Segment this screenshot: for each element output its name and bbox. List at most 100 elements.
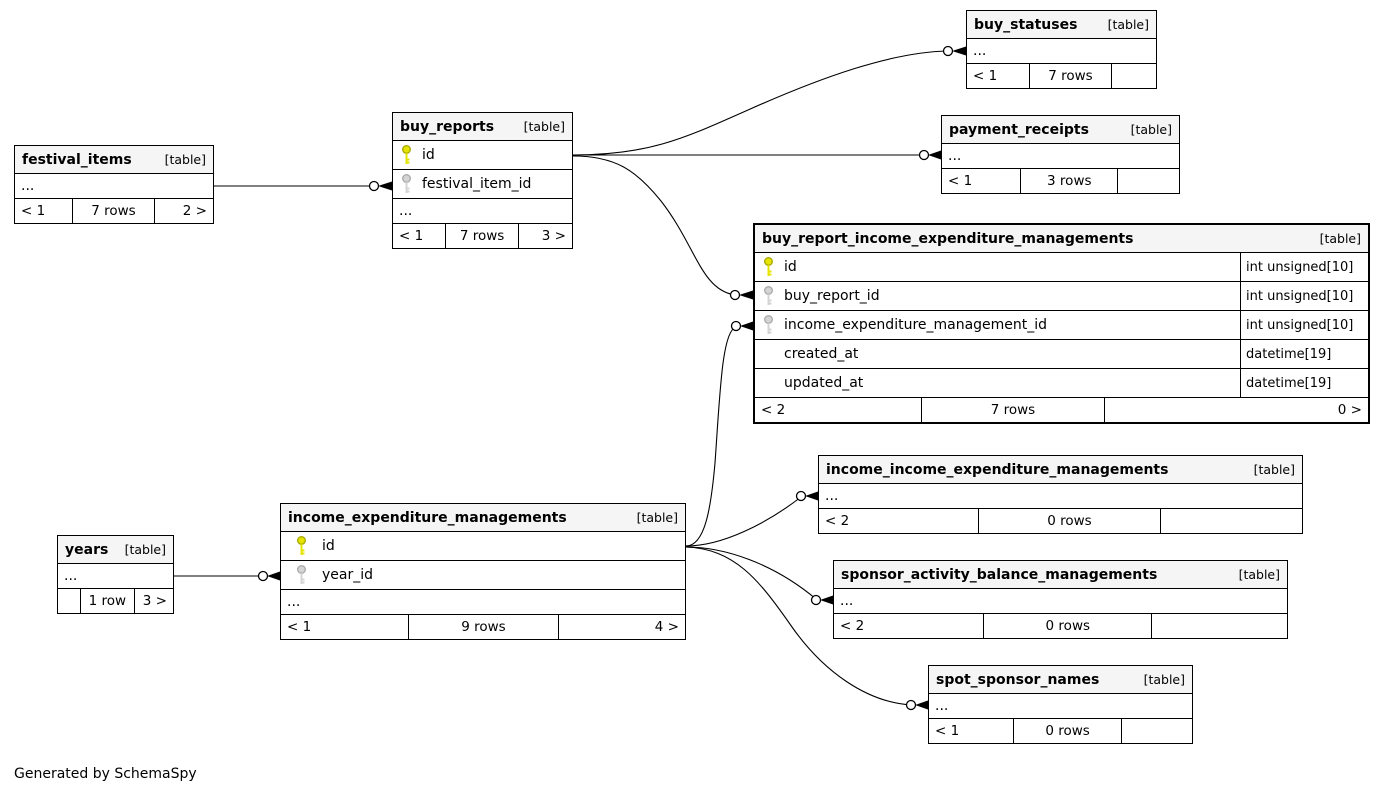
table-buy_statuses[interactable]: buy_statuses [table] ... < 1 7 rows [966,10,1157,89]
table-name: buy_statuses [974,16,1078,33]
table-row: income_expenditure_management_id int uns… [755,311,1368,340]
table-sponsor_activity_balance_managements[interactable]: sponsor_activity_balance_managements [ta… [833,560,1288,639]
table-row: ... [929,694,1192,719]
footer-rowcount: 0 rows [1013,719,1121,743]
footer-children: 3 > [518,224,572,248]
table-tag: [table] [1253,462,1295,477]
row-label: created_at [784,346,859,362]
crowfoot-icons [257,45,966,711]
table-spot_sponsor_names[interactable]: spot_sponsor_names [table] ... < 1 0 row… [928,665,1193,744]
footer-parents: < 1 [973,68,998,84]
table-name: years [65,541,109,558]
table-row: ... [281,590,685,615]
table-row: festival_item_id [393,170,572,199]
table-row: updated_at datetime[19] [755,369,1368,398]
footer-rowcount: 0 rows [983,614,1151,638]
table-row: ... [834,589,1287,614]
table-footer: < 1 7 rows 2 > [15,199,213,223]
table-income_expenditure_managements[interactable]: income_expenditure_managements [table] i… [280,503,686,640]
table-header: income_expenditure_managements [table] [281,504,685,532]
table-header: income_income_expenditure_managements [t… [819,456,1302,484]
footer-rowcount: 3 rows [1020,169,1117,193]
footer-children: 4 > [557,615,685,639]
column-type: int unsigned[10] [1240,311,1368,339]
connector-income_mgmt-income_income [685,496,802,547]
table-tag: [table] [1107,17,1149,32]
table-footer: < 1 7 rows [967,64,1156,88]
row-label: buy_report_id [784,288,880,304]
generated-by-label: Generated by SchemaSpy [14,766,197,782]
table-row: ... [967,39,1156,64]
table-name: sponsor_activity_balance_managements [841,566,1158,583]
footer-children [1120,719,1192,743]
table-row: ... [58,564,173,589]
row-label: ... [840,593,854,609]
table-years[interactable]: years [table] ... 1 row 3 > [57,535,174,614]
primary-key-icon [402,145,411,164]
table-row: created_at datetime[19] [755,340,1368,369]
footer-rowcount: 9 rows [408,615,557,639]
footer-children: 3 > [133,589,173,613]
footer-parents: < 2 [761,402,786,418]
table-row: ... [942,144,1179,169]
footer-children: 2 > [153,199,213,223]
row-label: updated_at [784,375,864,391]
table-row: year_id [281,561,685,590]
table-tag: [table] [1238,567,1280,582]
table-footer: < 1 7 rows 3 > [393,224,572,248]
table-row: buy_report_id int unsigned[10] [755,282,1368,311]
table-name: payment_receipts [949,121,1089,138]
footer-children [1159,509,1303,533]
table-row: id [281,532,685,561]
foreign-key-icon [764,315,773,334]
table-name: buy_report_income_expenditure_management… [762,230,1134,247]
row-label: id [422,147,435,163]
row-label: ... [399,203,413,219]
table-name: buy_reports [400,118,495,135]
table-buy_report_income_expenditure_managements[interactable]: buy_report_income_expenditure_management… [753,223,1370,424]
table-row: ... [819,484,1302,509]
column-type: int unsigned[10] [1240,282,1368,310]
footer-children [1110,64,1156,88]
footer-rowcount: 7 rows [444,224,518,248]
row-label: ... [825,488,839,504]
foreign-key-icon [297,565,306,584]
table-header: spot_sponsor_names [table] [929,666,1192,694]
table-footer: 1 row 3 > [58,589,173,613]
connector-income_mgmt-sponsor_activity [685,546,817,600]
table-name: income_expenditure_managements [288,509,567,526]
table-footer: < 2 7 rows 0 > [755,398,1368,422]
column-type: datetime[19] [1240,369,1368,397]
table-tag: [table] [124,542,166,557]
table-payment_receipts[interactable]: payment_receipts [table] ... < 1 3 rows [941,115,1180,194]
row-label: income_expenditure_management_id [784,317,1048,333]
table-footer: < 2 0 rows [819,509,1302,533]
footer-rowcount: 1 row [79,589,134,613]
footer-parents: < 1 [21,203,46,219]
table-header: festival_items [table] [15,146,213,174]
row-label: ... [973,43,987,59]
table-tag: [table] [1319,231,1361,246]
table-footer: < 1 0 rows [929,719,1192,743]
table-tag: [table] [1130,122,1172,137]
table-buy_reports[interactable]: buy_reports [table] id festival_item_id … [392,112,573,249]
foreign-key-icon [764,286,773,305]
table-income_income_expenditure_managements[interactable]: income_income_expenditure_managements [t… [818,455,1303,534]
footer-parents: < 1 [287,619,312,635]
table-header: years [table] [58,536,173,564]
row-label: ... [21,178,35,194]
column-type: datetime[19] [1240,340,1368,368]
table-header: sponsor_activity_balance_managements [ta… [834,561,1287,589]
table-tag: [table] [523,119,565,134]
table-festival_items[interactable]: festival_items [table] ... < 1 7 rows 2 … [14,145,214,224]
column-type: int unsigned[10] [1240,253,1368,281]
primary-key-icon [764,257,773,276]
table-tag: [table] [164,152,206,167]
row-label: ... [64,568,78,584]
footer-parents: < 1 [948,173,973,189]
table-row: ... [393,199,572,224]
footer-children [1151,614,1287,638]
table-footer: < 2 0 rows [834,614,1287,638]
footer-parents [58,589,80,613]
